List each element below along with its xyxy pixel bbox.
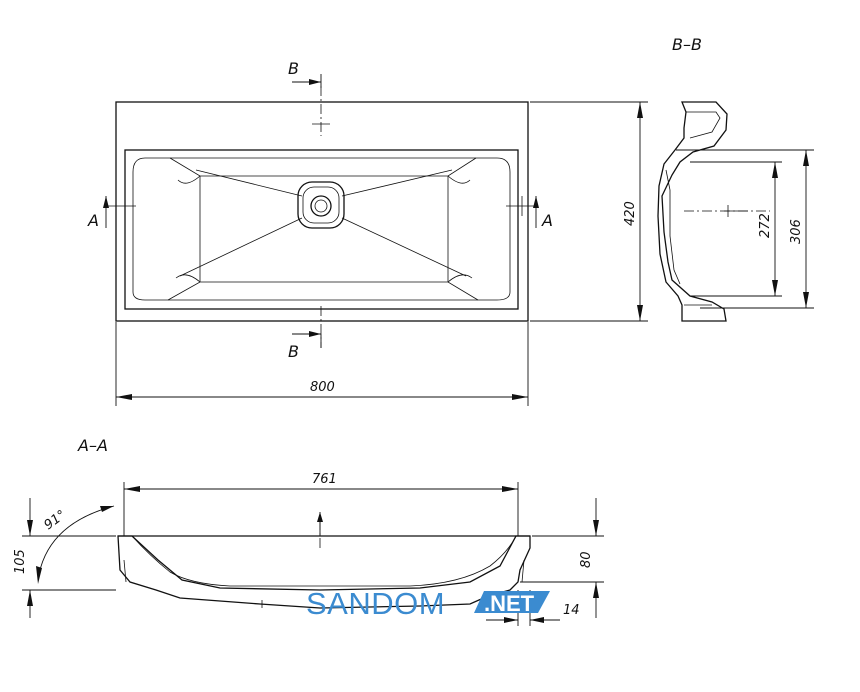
section-aa-profile (117, 535, 531, 609)
watermark-brand: SANDOM (306, 586, 445, 621)
dim-bowl-height: 80 (579, 551, 594, 568)
plan-bowl-inner (132, 157, 511, 301)
watermark-tld: .NET (484, 591, 535, 616)
cut-b-bottom-label: B (288, 342, 299, 361)
drain-hole (310, 195, 332, 217)
watermark-logo: SANDOM .NET (306, 586, 550, 621)
section-aa-title: A–A (77, 436, 108, 455)
section-bb-view: B–B 272 306 (657, 35, 814, 322)
dim-bowl-depth-inner: 272 (758, 213, 773, 238)
dim-bowl-depth-outer: 306 (789, 219, 804, 244)
plan-view: B B A A 800 420 (87, 59, 648, 406)
dim-height-overall: 105 (13, 549, 28, 574)
drain-outer (297, 181, 345, 229)
cut-a-right-label: A (541, 211, 553, 230)
plan-outline (115, 101, 529, 322)
plan-bowl-outline (124, 149, 519, 310)
dim-bowl-inner-width: 761 (312, 472, 337, 487)
section-bb-title: B–B (672, 35, 702, 54)
section-bb-profile (657, 101, 728, 322)
dim-depth-overall: 420 (623, 201, 638, 226)
watermark-tld-badge (474, 591, 550, 613)
cut-a-left-label: A (87, 211, 99, 230)
dim-width-overall: 800 (310, 380, 335, 395)
cut-b-top-label: B (288, 59, 299, 78)
dim-lip-thickness: 14 (563, 603, 580, 618)
